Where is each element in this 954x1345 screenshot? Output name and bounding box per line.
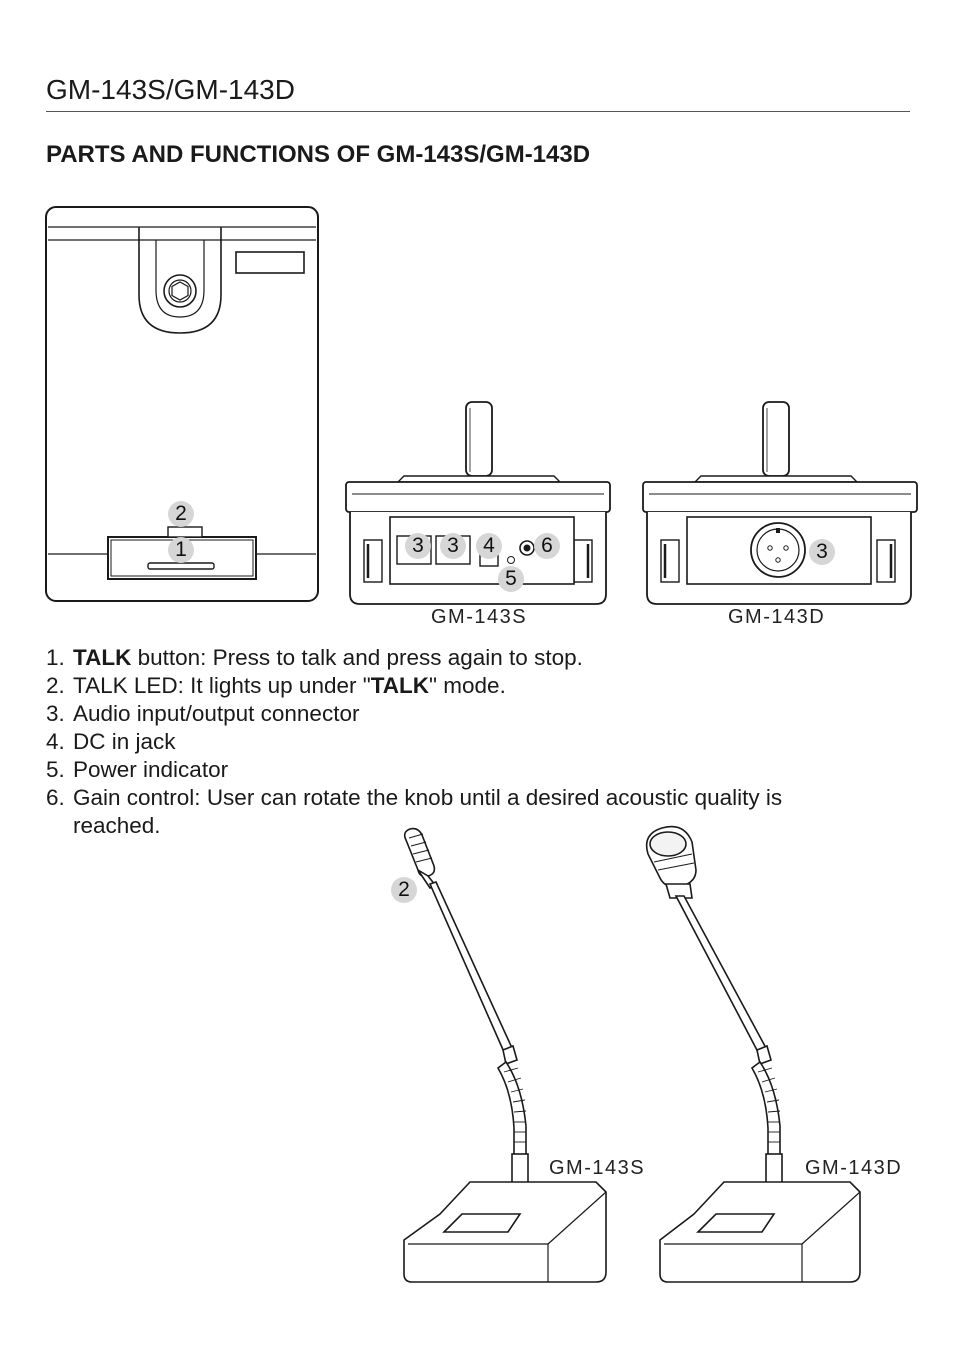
section-title: PARTS AND FUNCTIONS OF GM-143S/GM-143D — [46, 141, 591, 168]
callout-3-connector-b: 3 — [440, 533, 466, 559]
callout-3-xlr-connector: 3 — [809, 539, 835, 565]
parts-list-item: 2.TALK LED: It lights up under "TALK" mo… — [46, 673, 506, 698]
callout-2-mic-talk-led: 2 — [391, 877, 417, 903]
callout-1-talk-button: 1 — [168, 537, 194, 563]
parts-list-item: 4.DC in jack — [46, 729, 176, 754]
callout-2-talk-led: 2 — [168, 501, 194, 527]
microphone-gm143d-label: GM-143D — [805, 1157, 903, 1179]
rear-view-gm143d-label: GM-143D — [728, 606, 826, 628]
microphone-gm143s-label: GM-143S — [549, 1157, 646, 1179]
callout-3-connector-a: 3 — [405, 533, 431, 559]
microphone-gm143s-illustration — [403, 827, 607, 1283]
parts-list-item: 6.Gain control: User can rotate the knob… — [46, 785, 783, 838]
page-header-title: GM-143S/GM-143D — [46, 74, 295, 105]
callout-4-dc-jack: 4 — [476, 533, 502, 559]
header-divider — [46, 111, 910, 112]
parts-list: 1.TALK button: Press to talk and press a… — [46, 644, 906, 840]
callout-5-power-indicator: 5 — [498, 566, 524, 592]
rear-view-gm143d-illustration — [642, 401, 918, 605]
microphone-gm143d-illustration — [645, 825, 861, 1283]
parts-list-item: 1.TALK button: Press to talk and press a… — [46, 645, 583, 670]
callout-6-gain-control: 6 — [534, 533, 560, 559]
parts-list-item: 3.Audio input/output connector — [46, 701, 360, 726]
rear-view-gm143s-label: GM-143S — [431, 606, 528, 628]
parts-list-item: 5.Power indicator — [46, 757, 229, 782]
rear-view-gm143s-illustration — [345, 401, 611, 605]
